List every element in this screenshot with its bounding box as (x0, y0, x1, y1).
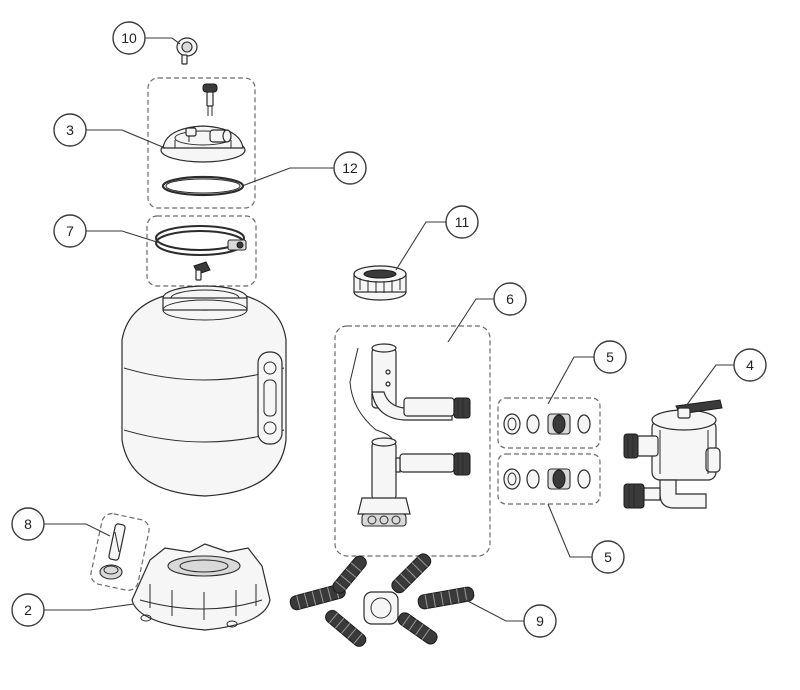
union-kit-top-group-box (497, 397, 601, 449)
leader-line-5-top (547, 356, 594, 405)
callout-12-label: 12 (342, 160, 358, 176)
lid-o-ring-part (161, 175, 245, 197)
callout-5-top-label: 5 (606, 349, 614, 365)
lateral-assembly-group-box (334, 325, 491, 557)
callout-6: 6 (493, 282, 527, 316)
callout-9-label: 9 (536, 613, 544, 629)
callout-6-label: 6 (506, 291, 514, 307)
callout-11-label: 11 (455, 214, 470, 230)
leader-line-6 (447, 298, 494, 343)
callout-8: 8 (11, 507, 45, 541)
union-kit-top-part (503, 413, 591, 435)
union-kit-bottom-part (503, 468, 591, 490)
callout-7: 7 (53, 214, 87, 248)
leader-line-9 (461, 597, 524, 622)
leader-line-3 (86, 129, 166, 149)
multiport-valve-part (623, 399, 723, 509)
callout-2: 2 (11, 593, 45, 627)
callout-9: 9 (523, 604, 557, 638)
leader-line-5-bottom (547, 503, 592, 558)
drain-plug-part (99, 523, 126, 580)
callout-10: 10 (112, 21, 146, 55)
pressure-gauge-part (176, 37, 198, 65)
callout-2-label: 2 (24, 602, 32, 618)
callout-5-bottom-label: 5 (604, 549, 612, 565)
callout-3: 3 (53, 113, 87, 147)
drain-assembly-group-box (90, 513, 150, 591)
filter-base-part (131, 543, 271, 631)
leader-line-2 (44, 603, 135, 611)
leader-line-4 (685, 364, 734, 407)
lateral-pipe-assembly-part (349, 343, 471, 527)
diffuser-part (353, 265, 407, 301)
filter-tank-body (121, 285, 287, 497)
callout-8-label: 8 (24, 516, 32, 532)
callout-11: 11 (445, 205, 479, 239)
leader-line-8 (44, 523, 111, 537)
callout-5-top: 5 (593, 340, 627, 374)
leader-line-10 (145, 37, 181, 45)
union-kit-bottom-group-box (497, 453, 601, 505)
callout-7-label: 7 (66, 223, 74, 239)
lid-assembly-group-box (147, 77, 256, 209)
callout-10-label: 10 (121, 30, 137, 46)
callout-5-bottom: 5 (591, 540, 625, 574)
callout-4-label: 4 (746, 357, 754, 373)
leader-line-12 (241, 167, 334, 187)
callout-4: 4 (733, 348, 767, 382)
callout-12: 12 (333, 151, 367, 185)
tank-clamp-part (155, 225, 247, 281)
leader-line-11 (395, 221, 446, 271)
tank-lid-part (160, 83, 246, 163)
clamp-assembly-group-box (146, 215, 257, 287)
callout-3-label: 3 (66, 122, 74, 138)
leader-line-7 (86, 230, 161, 244)
lateral-fingers-part (289, 553, 475, 647)
